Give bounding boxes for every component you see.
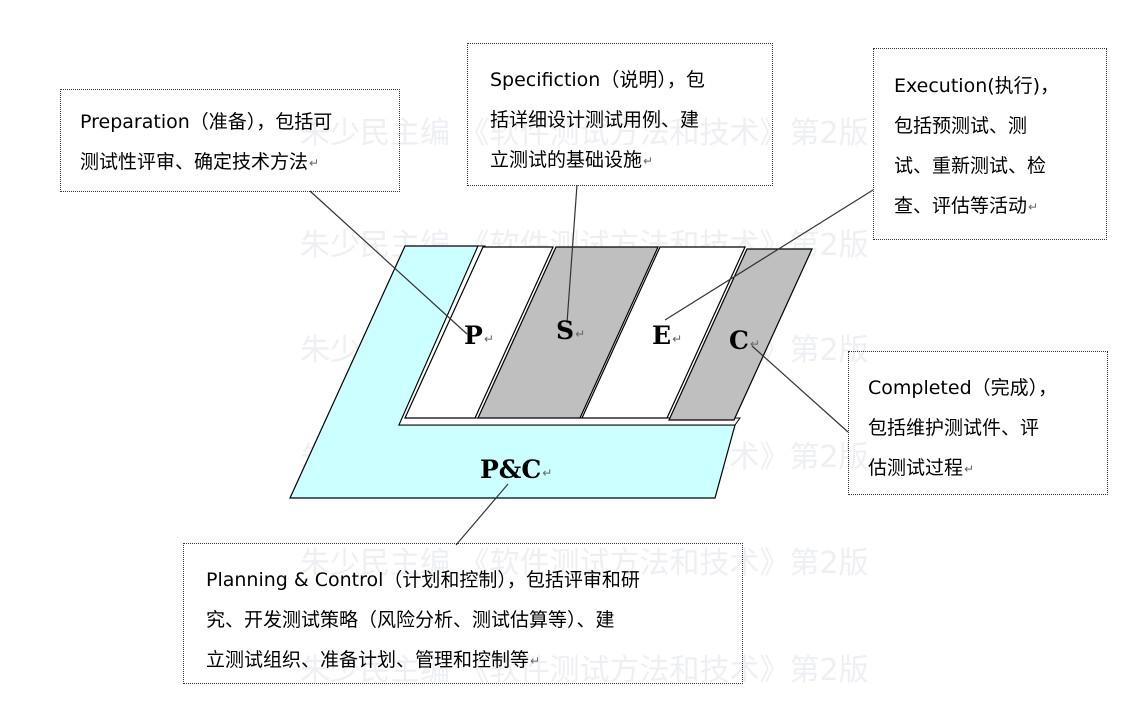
stage-label-c: C↵ [729,327,760,358]
stage-label-s: S↵ [556,317,585,348]
connector-execution [664,189,874,321]
note-line: Completed（完成）， [868,377,1058,399]
connector-preparation [309,190,468,335]
connector-specification [566,184,578,324]
paragraph-mark: ↵ [643,154,654,168]
note-line: 包括预测试、测 [894,115,1028,137]
stage-label-e: E↵ [652,322,682,353]
note-line: 试、重新测试、检 [894,155,1047,177]
paragraph-mark: ↵ [749,337,760,351]
note-planning-control: Planning & Control（计划和控制），包括评审和研 究、开发测试策… [183,543,743,684]
connector-completed [751,345,849,433]
paragraph-mark: ↵ [1028,200,1039,214]
stage-letter-c: C [729,326,749,355]
note-line: 测试性评审、确定技术方法↵ [80,142,399,183]
note-line: Preparation（准备），包括可 [80,111,333,133]
stage-label-pc: P&C↵ [480,456,552,487]
note-line: 立测试的基础设施↵ [490,140,772,181]
note-line: 估测试过程↵ [868,448,1107,489]
note-line: 究、开发测试策略（风险分析、测试估算等）、建 [206,609,615,631]
stage-letter-e: E [652,321,672,350]
paragraph-mark: ↵ [530,654,541,668]
paragraph-mark: ↵ [672,332,683,346]
stripe-s [477,246,659,419]
note-line: 立测试组织、准备计划、管理和控制等↵ [206,640,742,681]
note-line: Execution(执行)， [894,75,1060,97]
stage-letter-pc: P&C [480,455,542,484]
stage-letter-p: P [464,321,483,350]
stripe-e [581,246,746,419]
note-line: Specifiction（说明），包 [490,69,705,91]
note-line-text: 测试性评审、确定技术方法 [80,151,309,173]
note-line: 查、评估等活动↵ [894,186,1106,227]
note-line-text: 立测试的基础设施 [490,149,643,171]
connector-planning [455,483,509,546]
note-line-text: 立测试组织、准备计划、管理和控制等 [206,649,530,671]
note-specification: Specifiction（说明），包 括详细设计测试用例、建 立测试的基础设施↵ [467,43,773,186]
stage-label-p: P↵ [464,322,494,353]
note-completed: Completed（完成）， 包括维护测试件、评 估测试过程↵ [848,351,1108,495]
note-line: 括详细设计测试用例、建 [490,109,700,131]
note-preparation: Preparation（准备），包括可 测试性评审、确定技术方法↵ [60,89,400,192]
paragraph-mark: ↵ [575,327,586,341]
note-line-text: 查、评估等活动 [894,195,1028,217]
stage-letter-s: S [556,316,575,345]
paragraph-mark: ↵ [309,156,320,170]
paragraph-mark: ↵ [483,332,494,346]
pc-frame-inner-edge [398,245,741,426]
stripe-p [404,246,554,419]
note-line: 包括维护测试件、评 [868,417,1040,439]
note-line: Planning & Control（计划和控制），包括评审和研 [206,569,640,591]
paragraph-mark: ↵ [964,462,975,476]
stripe-c [668,248,813,421]
note-execution: Execution(执行)， 包括预测试、测 试、重新测试、检 查、评估等活动↵ [873,48,1107,240]
paragraph-mark: ↵ [542,466,553,480]
note-line-text: 估测试过程 [868,457,964,479]
